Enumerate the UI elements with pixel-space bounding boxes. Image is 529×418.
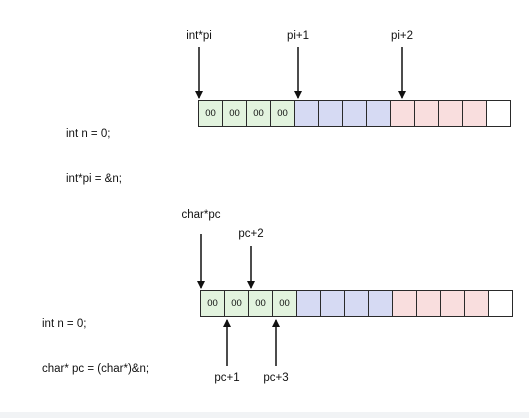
memory-cell: [416, 290, 441, 317]
memory-cell: [486, 100, 511, 127]
memory-cell: 00: [272, 290, 297, 317]
memory-cell: [488, 290, 513, 317]
memory-cell: 00: [246, 100, 271, 127]
memory-cell: [440, 290, 465, 317]
memory-cell: [414, 100, 439, 127]
memory-cell: [464, 290, 489, 317]
memory-cell: [296, 290, 321, 317]
label-int-pi: int*pi: [186, 30, 212, 42]
memory-cell: 00: [248, 290, 273, 317]
memory-cell: [368, 290, 393, 317]
label-char-pc: char*pc: [181, 209, 221, 221]
memory-cell: [390, 100, 415, 127]
top-code-block: int n = 0; int*pi = &n;: [66, 97, 122, 217]
label-pi-plus-1: pi+1: [286, 30, 310, 42]
top-code-line-1: int n = 0;: [66, 128, 111, 140]
memory-cell: 00: [222, 100, 247, 127]
bottom-strip: [0, 412, 529, 418]
label-pc-plus-1: pc+1: [214, 372, 240, 384]
top-code-line-2: int*pi = &n;: [66, 173, 122, 185]
label-pc-plus-3: pc+3: [263, 372, 289, 384]
label-pi-plus-2: pi+2: [390, 30, 414, 42]
label-pc-plus-2: pc+2: [238, 228, 264, 240]
bottom-code-block: int n = 0; char* pc = (char*)&n;: [42, 287, 149, 407]
memory-cell: 00: [200, 290, 225, 317]
memory-cell: [366, 100, 391, 127]
bottom-code-line-1: int n = 0;: [42, 318, 87, 330]
bottom-code-line-2: char* pc = (char*)&n;: [42, 363, 150, 375]
memory-cell: [320, 290, 345, 317]
